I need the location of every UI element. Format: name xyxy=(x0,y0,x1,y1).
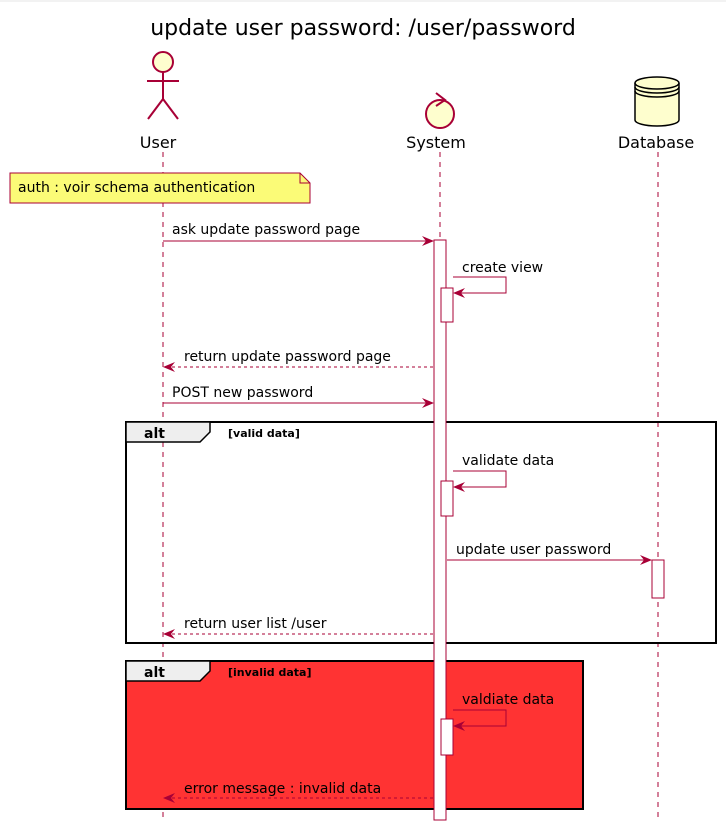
message-return-update-password-page: return update password page xyxy=(163,349,433,372)
database-icon xyxy=(634,76,680,127)
alt-keyword: alt xyxy=(144,426,165,442)
message-post-new-password: POST new password xyxy=(163,385,434,408)
participant-label: User xyxy=(140,133,177,152)
participant-user: User xyxy=(140,51,179,152)
message-update-user-password: update user password xyxy=(447,542,652,565)
message-label: return user list /user xyxy=(184,616,327,632)
message-label: validate data xyxy=(462,453,554,469)
auth-note: auth : voir schema authentication xyxy=(9,172,311,204)
activation-bar-validate xyxy=(440,480,454,517)
activation-bar-valdiate xyxy=(440,718,454,756)
participant-database: Database xyxy=(618,76,694,152)
activation-bar-database xyxy=(651,559,665,599)
message-arrow xyxy=(453,276,507,298)
control-icon xyxy=(425,92,455,129)
activation-bar-system xyxy=(433,239,447,821)
message-label: ask update password page xyxy=(172,222,360,238)
alt-guard: [valid data] xyxy=(228,427,300,440)
actor-icon xyxy=(147,51,179,120)
message-valdiate-data: valdiate data xyxy=(453,692,554,731)
message-label: create view xyxy=(462,260,543,276)
diagram-title: update user password: /user/password xyxy=(150,16,576,41)
participant-system: System xyxy=(406,92,466,152)
message-return-user-list: return user list /user xyxy=(163,616,433,639)
alt-guard: [invalid data] xyxy=(228,666,311,679)
message-label: error message : invalid data xyxy=(184,781,381,797)
message-validate-data: validate data xyxy=(453,453,554,492)
message-ask-update-password-page: ask update password page xyxy=(163,222,434,246)
message-label: valdiate data xyxy=(462,692,554,708)
participant-label: System xyxy=(406,133,466,152)
activation-bar-create-view xyxy=(440,287,454,323)
participant-label: Database xyxy=(618,133,694,152)
message-arrow xyxy=(453,709,507,731)
alt-fragment-invalid: alt [invalid data] xyxy=(125,660,584,810)
alt-keyword: alt xyxy=(144,665,165,681)
message-label: return update password page xyxy=(184,349,391,365)
note-text: auth : voir schema authentication xyxy=(18,180,255,196)
message-error-invalid-data: error message : invalid data xyxy=(163,781,433,803)
alt-fragment-valid: alt [valid data] xyxy=(125,421,717,644)
message-create-view: create view xyxy=(453,260,543,298)
message-arrow xyxy=(453,470,507,492)
message-label: POST new password xyxy=(172,385,313,401)
message-label: update user password xyxy=(456,542,611,558)
